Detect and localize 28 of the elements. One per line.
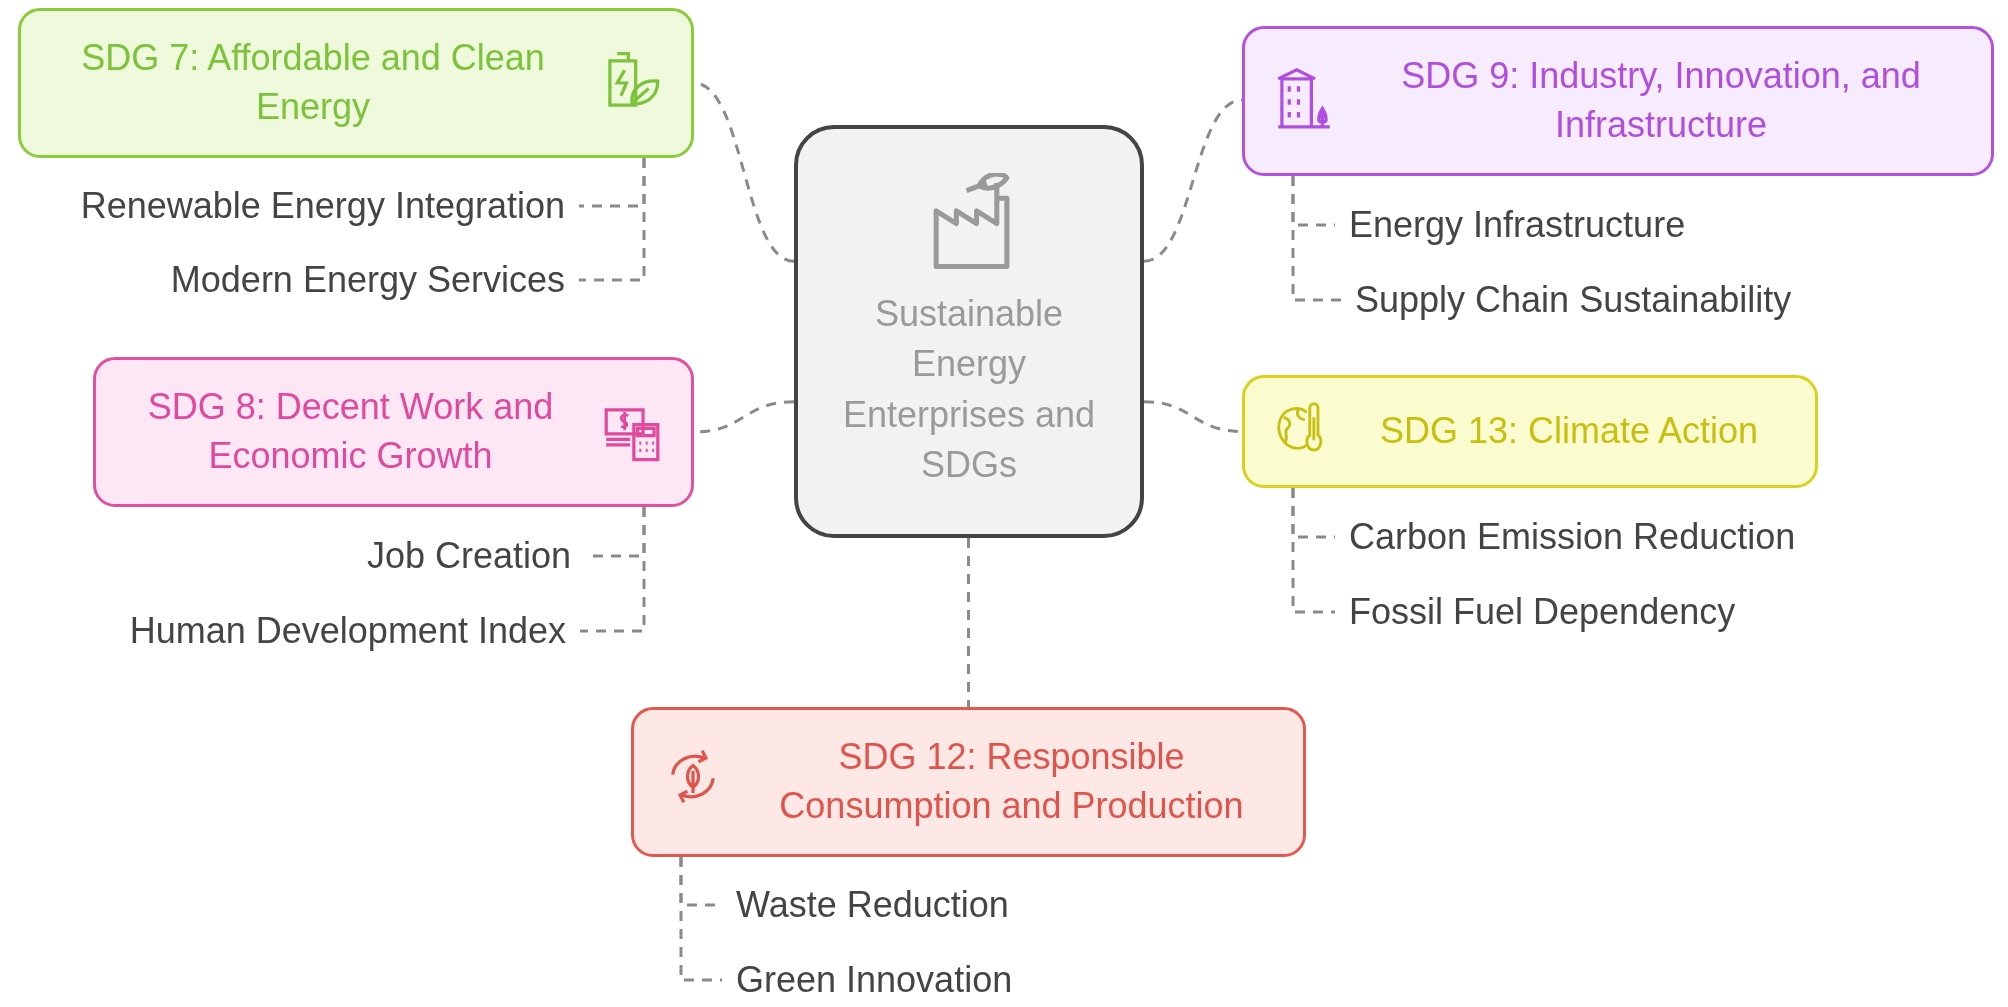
subtopic-label: Green Innovation [722, 958, 1027, 1002]
subtopic-label: Supply Chain Sustainability [1341, 278, 1806, 322]
dashed-connector [1291, 176, 1341, 302]
goal-box [18, 8, 694, 158]
subtopic-label: Human Development Index [115, 609, 580, 653]
goal-box [1242, 375, 1818, 488]
dashed-connector [679, 857, 722, 982]
topic-title: Sustainable Energy Enterprises and SDGs [841, 291, 1097, 487]
subtopic-label: Waste Reduction [722, 883, 1023, 927]
dashed-connector [580, 507, 646, 633]
goal-title: SDG 8: Decent Work and Economic Growth [146, 385, 555, 478]
subtopic-label: Job Creation [352, 534, 585, 578]
subtopic-label: Fossil Fuel Dependency [1335, 590, 1750, 634]
goal-box [93, 357, 694, 507]
goal-title: SDG 9: Industry, Innovation, and Infrastructure [1400, 54, 1922, 147]
dashed-connector [967, 538, 970, 707]
goal-title: SDG 7: Affordable and Clean Energy [80, 36, 546, 129]
subtopic-label: Modern Energy Services [156, 258, 579, 302]
dashed-connector [579, 158, 646, 282]
topic-card [794, 125, 1144, 538]
subtopic-label: Energy Infrastructure [1335, 203, 1700, 247]
subtopic-label: Renewable Energy Integration [66, 184, 579, 228]
goal-box [1242, 26, 1994, 176]
goal-title: SDG 12: Responsible Consumption and Production [778, 735, 1245, 828]
goal-box [631, 707, 1306, 857]
subtopic-label: Carbon Emission Reduction [1335, 515, 1810, 559]
goal-title: SDG 13: Climate Action [1378, 409, 1760, 454]
dashed-connector [1291, 488, 1335, 614]
